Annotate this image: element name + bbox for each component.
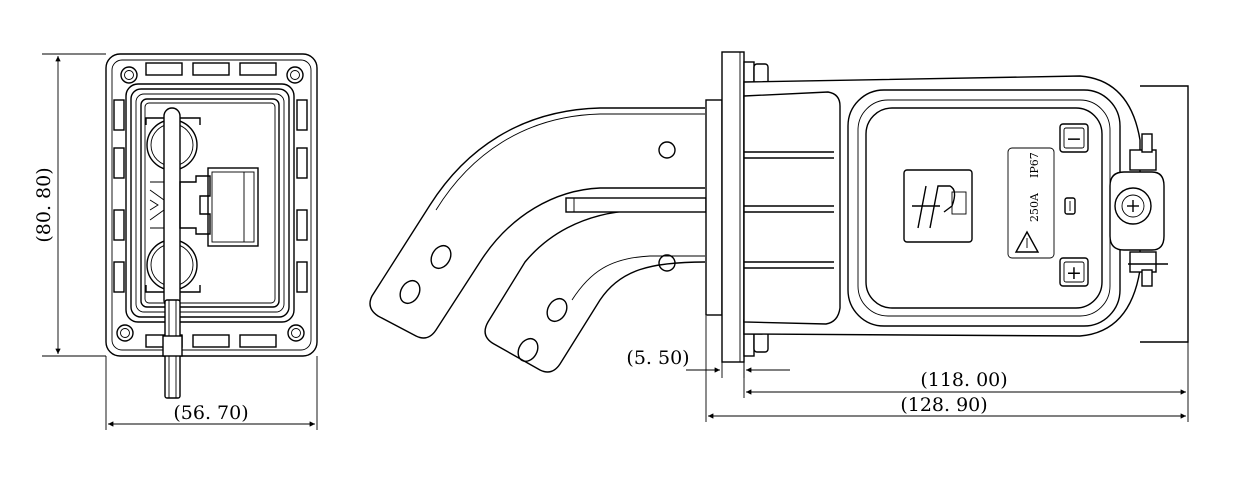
end-clamp bbox=[1109, 85, 1189, 343]
front-outer-frame bbox=[105, 53, 318, 357]
minus-marker bbox=[1059, 123, 1089, 153]
side-view: 250A IP67 − + (5. 50) bbox=[369, 51, 1189, 422]
minus-symbol: − bbox=[1066, 128, 1082, 150]
body-length-dimension: (118. 00) bbox=[743, 342, 1189, 422]
height-dimension: (80. 80) bbox=[33, 53, 106, 357]
width-label: (56. 70) bbox=[173, 402, 248, 424]
screw-icon bbox=[1114, 187, 1152, 225]
front-view: (80. 80) (56. 70) bbox=[33, 53, 318, 430]
front-lever bbox=[162, 299, 183, 399]
total-length-dimension: (128. 90) bbox=[705, 316, 1186, 422]
brand-logo bbox=[903, 169, 973, 243]
rating-text: 250A bbox=[1028, 192, 1041, 222]
markings-panel: 250A IP67 bbox=[1007, 147, 1076, 259]
polarity-markers: − + bbox=[1059, 123, 1089, 287]
body-length-label: (118. 00) bbox=[920, 369, 1007, 391]
front-top-slots bbox=[145, 62, 277, 76]
front-mounting-holes bbox=[116, 66, 305, 342]
front-inner-body bbox=[125, 83, 295, 323]
front-inner-frame bbox=[111, 59, 312, 351]
plus-symbol: + bbox=[1066, 262, 1082, 284]
warning-icon bbox=[1014, 230, 1040, 253]
flange-dimension: (5. 50) bbox=[626, 347, 790, 378]
height-label: (80. 80) bbox=[33, 167, 55, 242]
protection-text: IP67 bbox=[1028, 152, 1041, 178]
front-side-slots bbox=[113, 99, 308, 293]
width-dimension: (56. 70) bbox=[105, 356, 318, 430]
plus-marker bbox=[1059, 257, 1089, 287]
flange-label: (5. 50) bbox=[626, 347, 689, 369]
front-contacts bbox=[145, 107, 211, 309]
busbar-terminals bbox=[369, 107, 707, 373]
total-length-label: (128. 90) bbox=[900, 394, 987, 416]
